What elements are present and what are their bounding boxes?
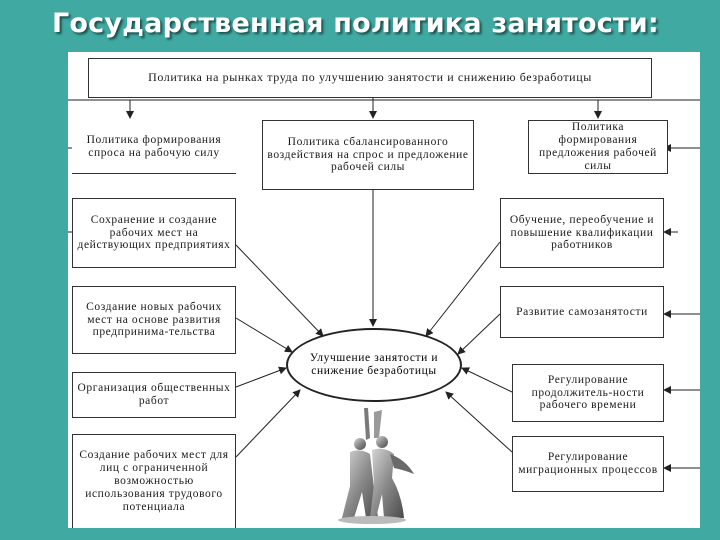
right4-to-center: [445, 391, 513, 453]
left1-to-center: [235, 244, 324, 337]
policy-supply-box: Политика формирования предложения рабоче…: [528, 120, 668, 174]
right2-to-center: [457, 313, 501, 355]
right3-to-center: [461, 367, 513, 393]
right-box-4: Регулирование миграционных процессов: [512, 436, 664, 492]
connector-lines: [68, 90, 700, 472]
center-goal-ellipse: Улучшение занятости и снижение безработи…: [286, 328, 462, 402]
left3-to-center: [235, 366, 287, 388]
left-box-2: Создание новых рабочих мест на основе ра…: [72, 286, 236, 354]
diagram-panel: Политика на рынках труда по улучшению за…: [68, 52, 700, 528]
left-box-4: Создание рабочих мест для лиц с ограниче…: [72, 434, 236, 528]
right-box-3: Регулирование продолжитель-ности рабочег…: [512, 364, 664, 422]
left2-to-center: [235, 317, 293, 353]
right-box-1: Обучение, переобучение и повышение квали…: [500, 198, 664, 268]
right-box-2: Развитие самозанятости: [500, 286, 664, 338]
left-box-3: Организация общественных работ: [72, 372, 236, 418]
policy-balanced-box: Политика сбалансированного воздействия н…: [262, 120, 474, 190]
top-goal-box: Политика на рынках труда по улучшению за…: [88, 58, 652, 98]
left-box-1: Сохранение и создание рабочих мест на де…: [72, 198, 236, 268]
slide-title: Государственная политика занятости:: [52, 8, 659, 39]
right1-to-center: [425, 241, 501, 337]
left4-to-center: [235, 389, 301, 458]
policy-demand-box: Политика формирования спроса на рабочую …: [72, 120, 236, 174]
statue-image: [338, 408, 414, 524]
